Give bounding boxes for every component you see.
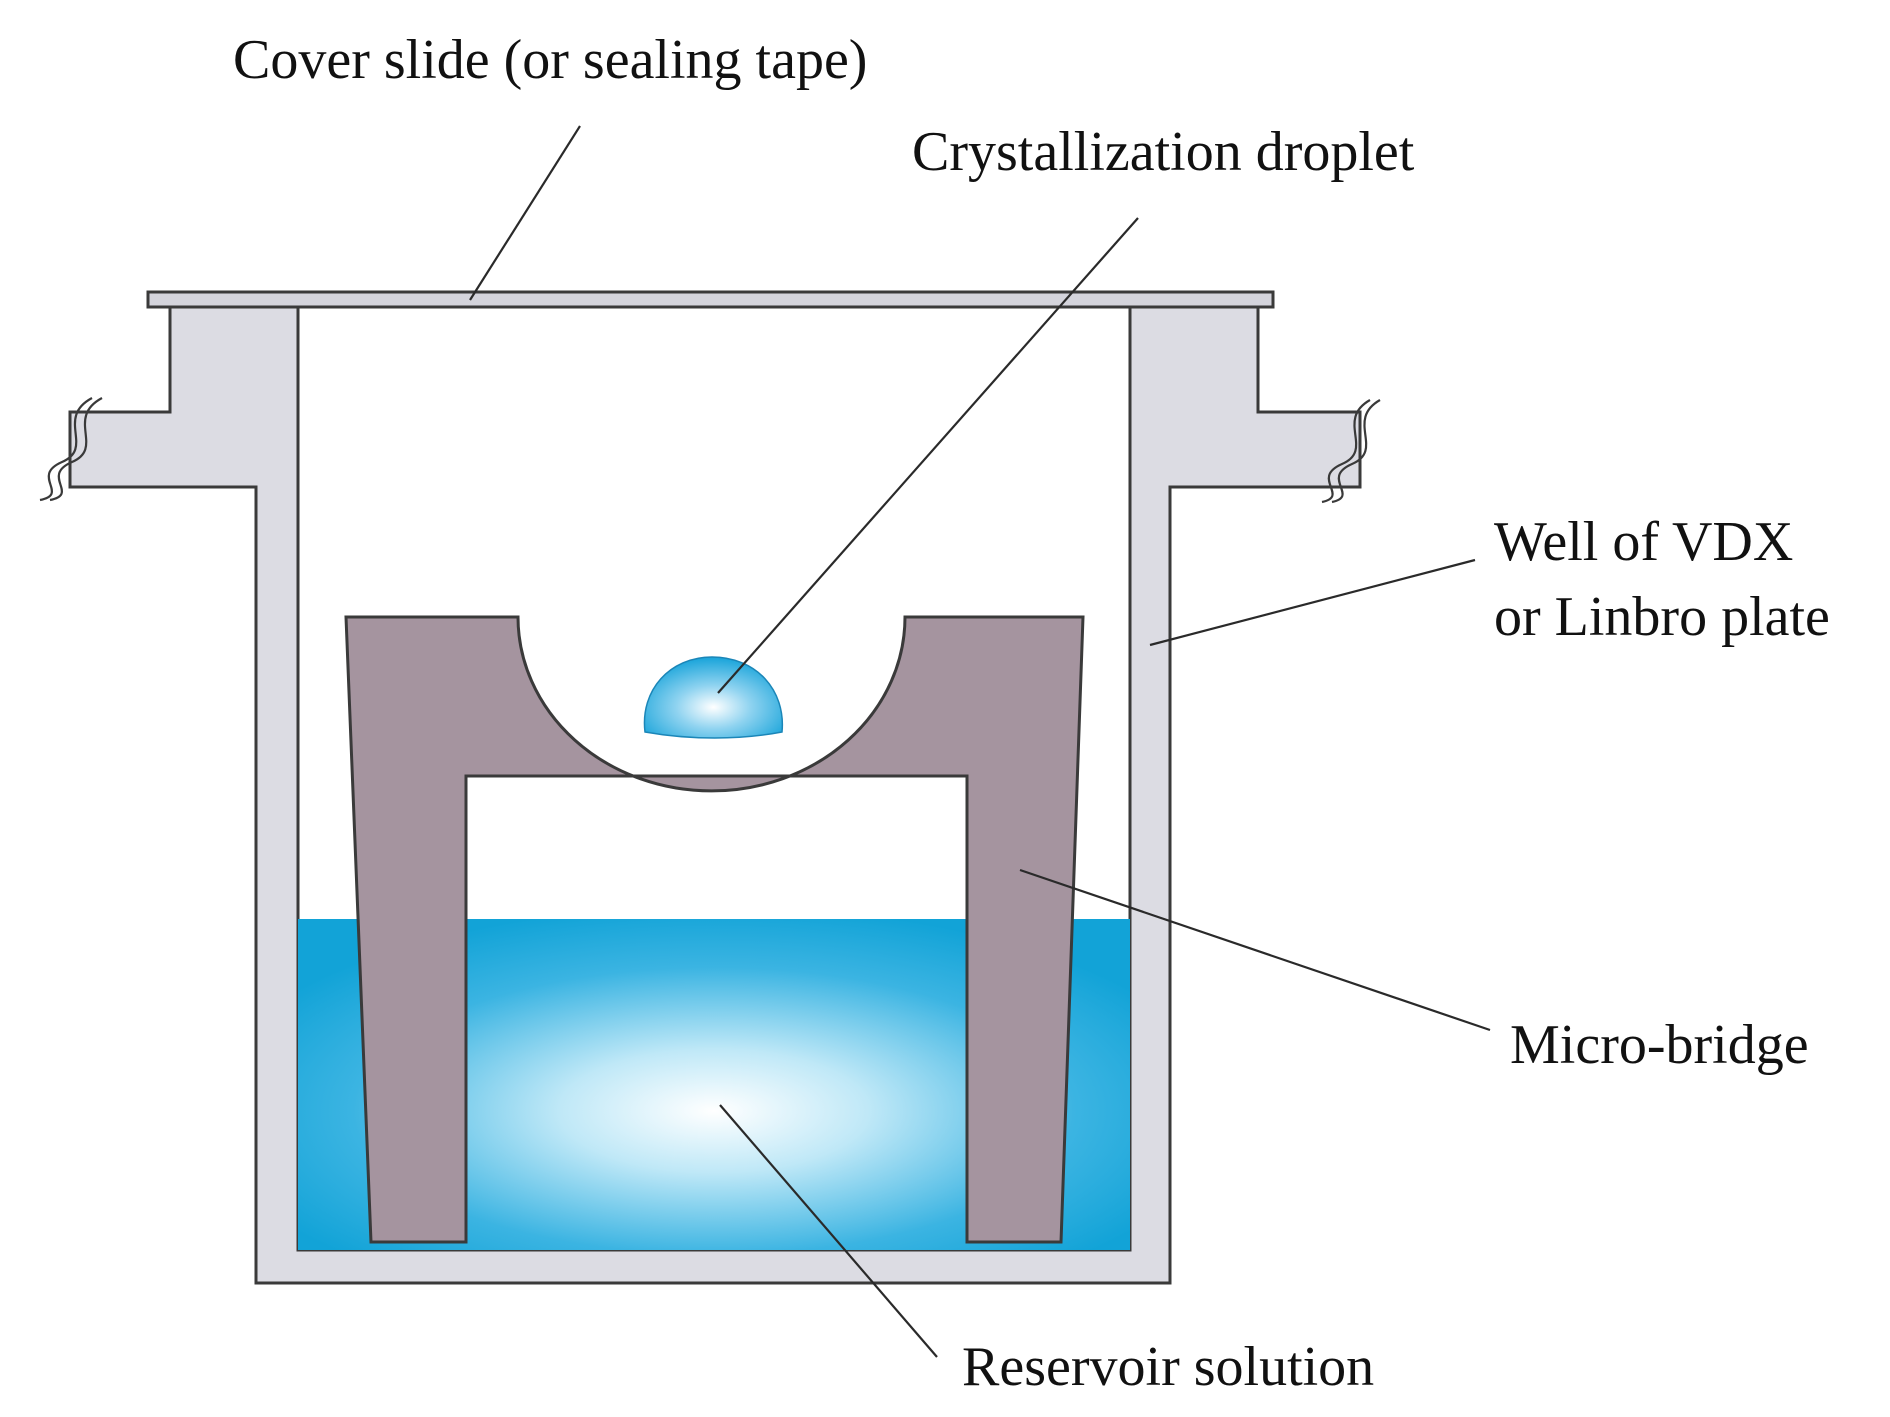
leader-cover-slide (469, 125, 581, 301)
label-micro-bridge: Micro-bridge (1510, 1014, 1809, 1076)
micro-bridge (344, 615, 1085, 1244)
label-well-line2: or Linbro plate (1494, 586, 1830, 648)
crystallization-droplet (643, 656, 784, 739)
cover-slide (146, 290, 1275, 309)
leader-droplet (717, 217, 1139, 694)
label-cover-slide: Cover slide (or sealing tape) (233, 29, 867, 91)
label-well-line1: Well of VDX (1494, 511, 1793, 573)
leader-well (1149, 558, 1476, 647)
label-crystallization-droplet: Crystallization droplet (912, 121, 1415, 183)
label-reservoir-solution: Reservoir solution (962, 1336, 1374, 1398)
leader-reservoir (719, 1104, 938, 1358)
plate-break-marks (39, 397, 1381, 504)
leader-micro-bridge (1019, 868, 1491, 1032)
